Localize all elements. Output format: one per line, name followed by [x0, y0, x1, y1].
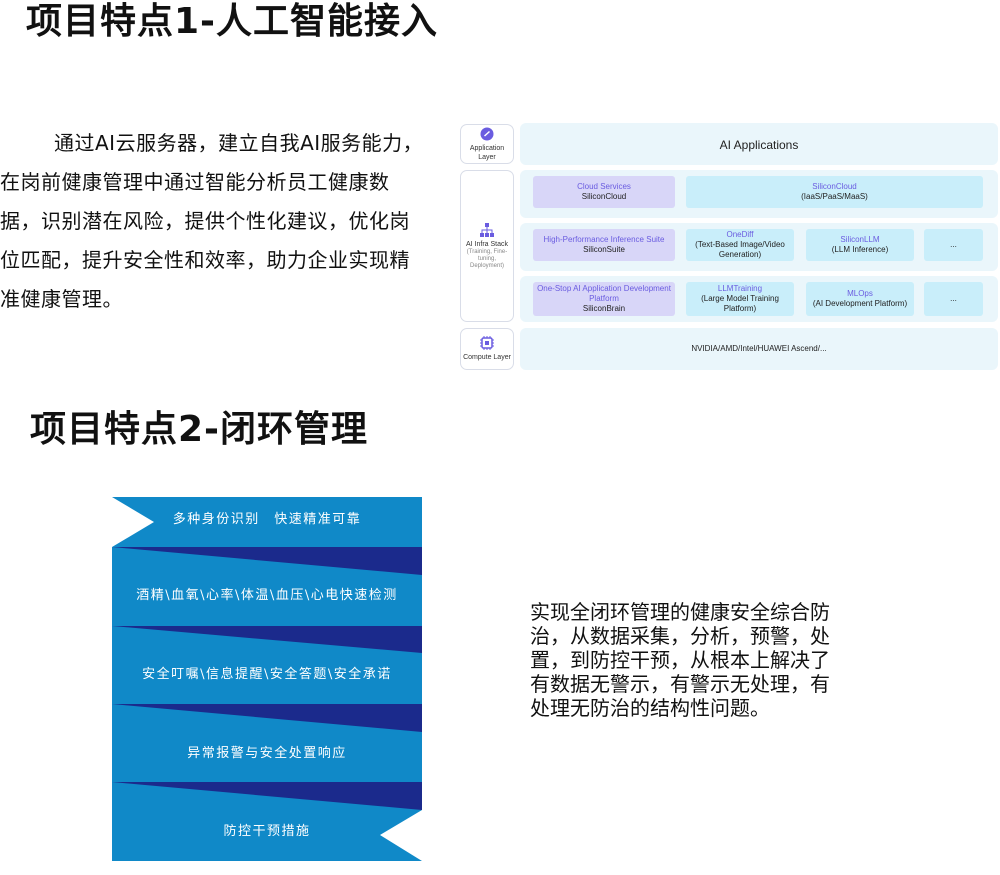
- ai-applications-panel: AI Applications: [520, 123, 998, 165]
- infra-stack-label: AI Infra Stack (Training, Fine-tuning, D…: [460, 170, 514, 322]
- siliconllm-box: SiliconLLM (LLM Inference): [806, 229, 914, 261]
- more-box: ...: [924, 229, 983, 261]
- infra-row-1: Cloud Services SiliconCloud SiliconCloud…: [520, 170, 998, 218]
- band-5: [112, 810, 422, 861]
- network-icon: [480, 222, 494, 237]
- application-icon: [480, 127, 494, 140]
- band-2: [112, 575, 422, 626]
- band-4: [112, 732, 422, 782]
- compute-hardware-text: NVIDIA/AMD/Intel/HUAWEI Ascend/...: [691, 344, 827, 353]
- compute-panel: NVIDIA/AMD/Intel/HUAWEI Ascend/...: [520, 328, 998, 370]
- mlops-box: MLOps (AI Development Platform): [806, 282, 914, 316]
- chip-icon: [480, 336, 494, 350]
- step-4-label: 异常报警与安全处置响应: [187, 746, 347, 761]
- ai-applications-label: AI Applications: [719, 138, 799, 152]
- application-layer-label: Application Layer: [460, 124, 514, 164]
- siliconbrain-box: One-Stop AI Application Development Plat…: [533, 282, 675, 316]
- compute-layer-label: Compute Layer: [460, 328, 514, 370]
- siliconcloud-box: SiliconCloud (IaaS/PaaS/MaaS): [686, 176, 983, 208]
- step-2-label: 酒精\血氧\心率\体温\血压\心电快速检测: [136, 588, 398, 603]
- ai-stack-diagram: Application Layer AI Infra Stack (Traini…: [458, 122, 998, 372]
- section1-paragraph: 通过AI云服务器，建立自我AI服务能力，在岗前健康管理中通过智能分析员工健康数据…: [0, 131, 424, 311]
- cloud-services-box: Cloud Services SiliconCloud: [533, 176, 675, 208]
- infra-row-3: One-Stop AI Application Development Plat…: [520, 276, 998, 322]
- section2-paragraph: 实现全闭环管理的健康安全综合防治，从数据采集，分析，预警，处置，到防控干预，从根…: [530, 600, 830, 720]
- llmtraining-box: LLMTraining (Large Model Training Platfo…: [686, 282, 794, 316]
- infra-row-2: High-Performance Inference Suite Silicon…: [520, 223, 998, 271]
- chevron-bands: [112, 497, 422, 861]
- onediff-box: OneDiff (Text-Based Image/Video Generati…: [686, 229, 794, 261]
- step-3-label: 安全叮嘱\信息提醒\安全答题\安全承诺: [142, 667, 392, 682]
- step-5-label: 防控干预措施: [223, 824, 311, 839]
- closed-loop-flow: 多种身份识别 快速精准可靠 酒精\血氧\心率\体温\血压\心电快速检测 安全叮嘱…: [112, 497, 422, 861]
- step-1-label: 多种身份识别 快速精准可靠: [172, 512, 362, 527]
- section1-title: 项目特点1-人工智能接入: [26, 1, 438, 42]
- band-1: [112, 497, 422, 547]
- more-box: ...: [924, 282, 983, 316]
- inference-suite-box: High-Performance Inference Suite Silicon…: [533, 229, 675, 261]
- section2-title: 项目特点2-闭环管理: [30, 409, 368, 450]
- band-3: [112, 653, 422, 704]
